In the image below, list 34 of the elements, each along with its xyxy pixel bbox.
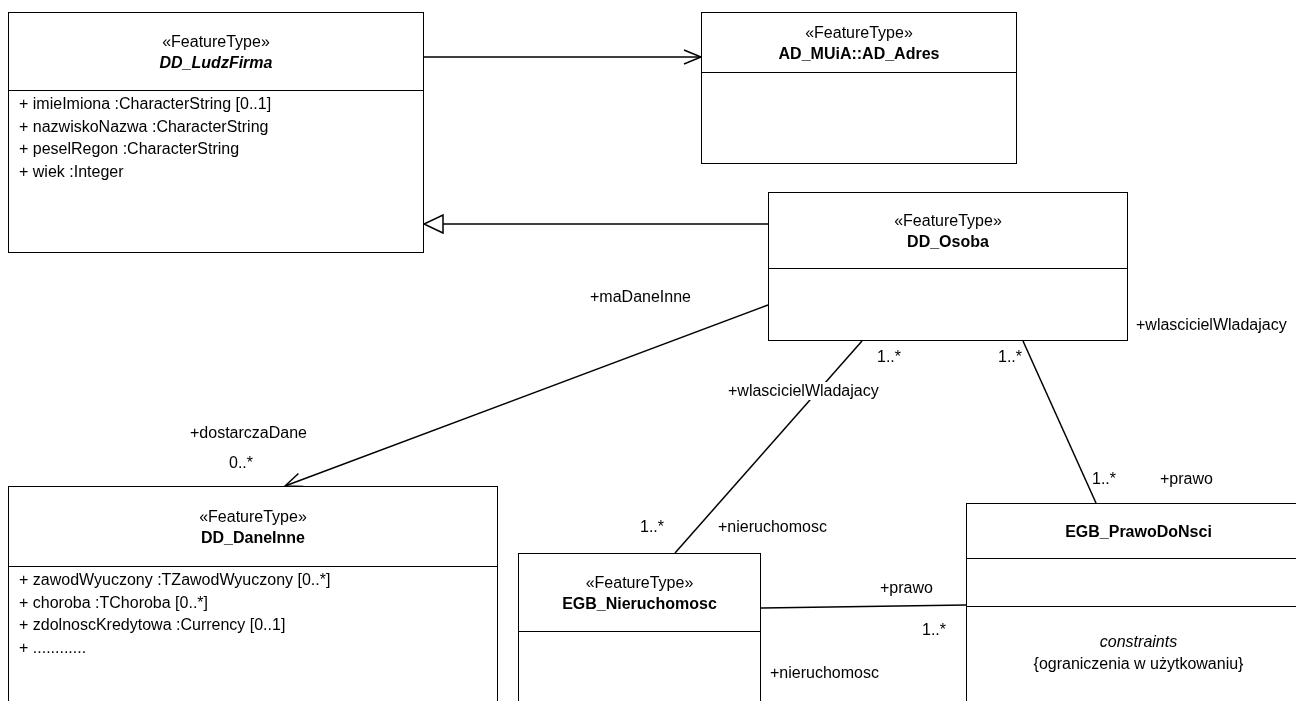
class-box <box>518 553 761 701</box>
stereotype: «FeatureType» <box>894 210 1002 231</box>
stereotype: «FeatureType» <box>805 22 913 43</box>
stereotype: «FeatureType» <box>199 506 307 527</box>
attribute: + wiek :Integer <box>19 161 124 182</box>
association-arrow <box>284 304 769 488</box>
attribute: + ............ <box>19 637 87 658</box>
class-name: DD_DaneInne <box>201 527 305 548</box>
association-line <box>674 340 863 554</box>
stereotype: «FeatureType» <box>585 572 694 593</box>
association-line <box>1022 340 1097 504</box>
class-box <box>8 486 498 701</box>
constraints-heading: constraints <box>1099 632 1178 652</box>
attribute: + imieImiona :CharacterString [0..1] <box>19 94 272 114</box>
class-box <box>768 192 1128 341</box>
class-name: AD_MUiA::AD_Adres <box>778 43 940 64</box>
class-box <box>8 12 424 253</box>
attribute: + nazwiskoNazwa :CharacterString <box>19 116 269 137</box>
attribute: + choroba :TChoroba [0..*] <box>19 592 208 613</box>
role-name: +wlascicielWladajacy <box>728 382 879 400</box>
generalization-arrow <box>423 214 769 234</box>
class-name: EGB_Nieruchomosc <box>562 593 717 614</box>
stereotype: «FeatureType» <box>162 31 270 52</box>
attribute: + zawodWyuczony :TZawodWyuczony [0..*] <box>19 570 331 590</box>
attribute: + zdolnoscKredytowa :Currency [0..1] <box>19 615 286 635</box>
constraint: {ograniczenia w użytkowaniu} <box>1033 654 1244 674</box>
association-arrow <box>423 49 702 65</box>
attribute: + peselRegon :CharacterString <box>19 139 240 159</box>
class-box <box>701 12 1017 164</box>
class-name: DD_LudzFirma <box>159 52 273 73</box>
class-name: DD_Osoba <box>907 231 989 252</box>
association-line <box>760 604 967 609</box>
class-box <box>966 503 1296 701</box>
class-name: EGB_PrawoDoNsci <box>1065 521 1212 542</box>
